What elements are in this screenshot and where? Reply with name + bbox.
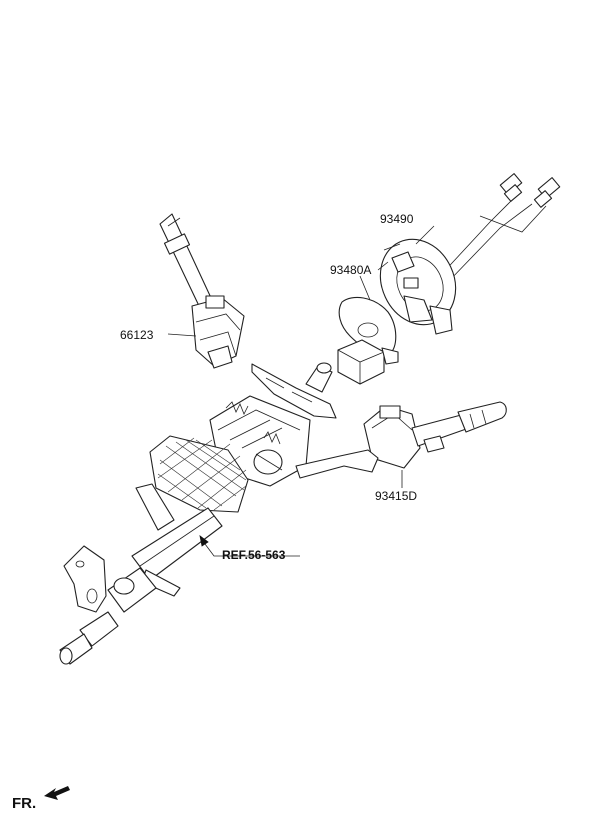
- part-label-93415d: 93415D: [375, 489, 417, 503]
- angle-sensor-assembly: [337, 296, 399, 385]
- direction-label: FR.: [12, 795, 36, 812]
- reference-label: REF.56-563: [222, 548, 286, 562]
- part-label-93490: 93490: [380, 212, 414, 226]
- connector-left: [499, 173, 523, 202]
- part-label-66123: 66123: [120, 328, 154, 342]
- leader-lines: [167, 225, 435, 488]
- part-label-93480a: 93480A: [330, 263, 371, 277]
- wiper-switch-assembly: [159, 213, 245, 369]
- connector-right: [533, 177, 561, 208]
- light-switch-assembly: [363, 401, 507, 469]
- front-arrow-icon: [44, 786, 70, 800]
- front-direction-indicator: FR.: [12, 786, 70, 812]
- clock-spring-assembly: [377, 173, 561, 335]
- steering-column: [59, 362, 379, 665]
